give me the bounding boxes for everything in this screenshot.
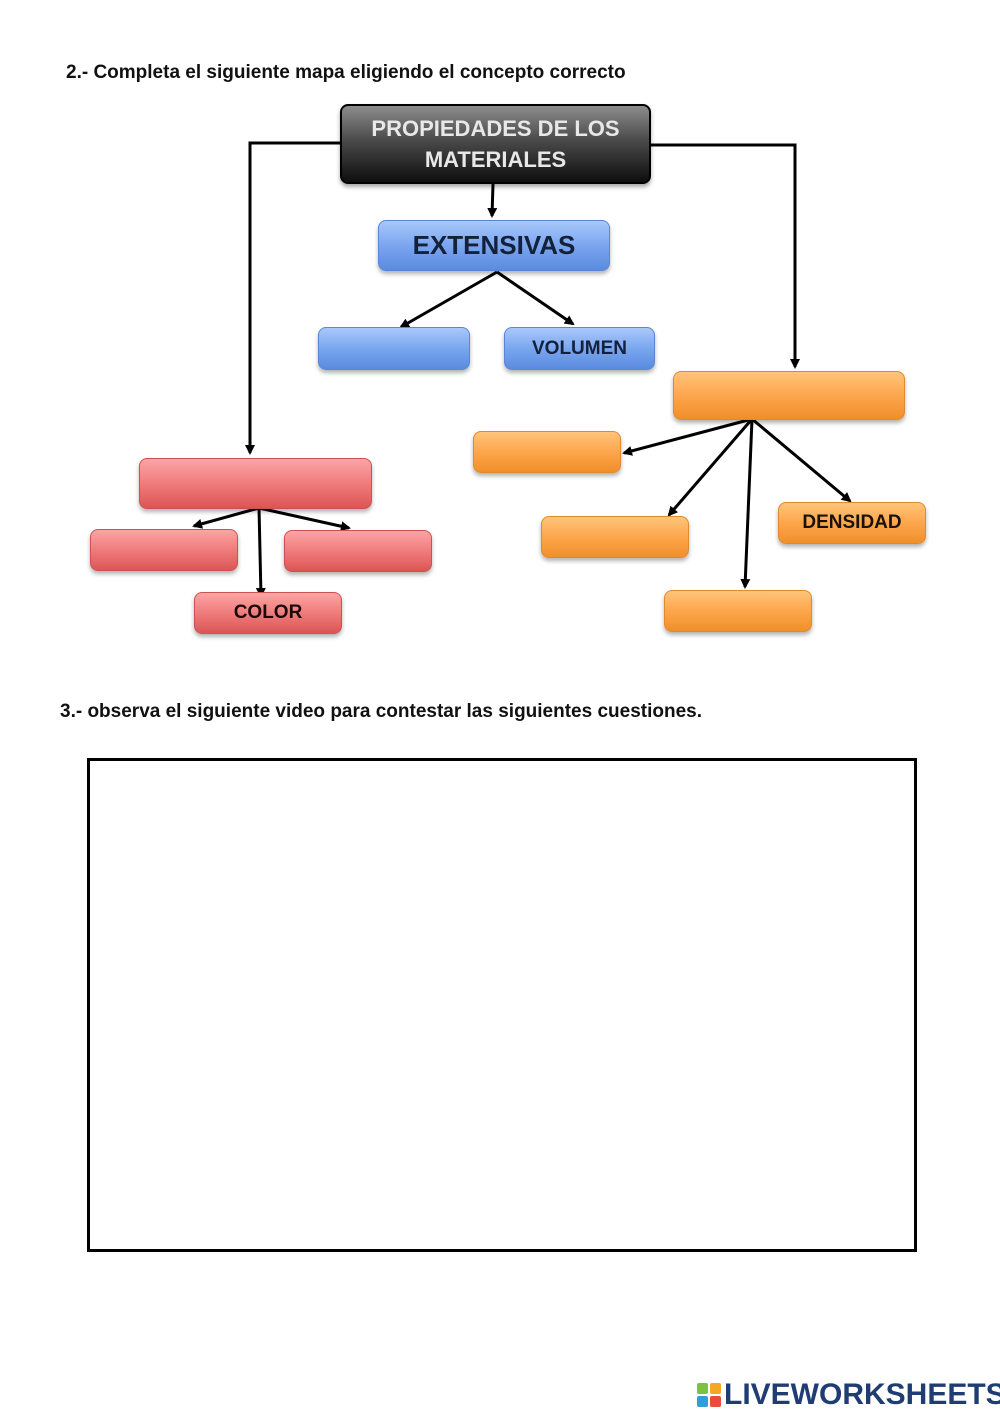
logo-wordmark: LIVEWORKSHEETS — [724, 1378, 1000, 1411]
densidad-label: DENSIDAD — [802, 512, 902, 533]
general-to-child2-arrow — [258, 506, 351, 532]
liveworksheets-logo: LIVEWORKSHEETS — [697, 1378, 1000, 1412]
logo-tile-v — [697, 1396, 708, 1407]
general-to-child1-arrow — [192, 506, 260, 529]
video-frame[interactable] — [87, 758, 917, 1252]
root-concept-box: PROPIEDADES DE LOS MATERIALES — [340, 104, 651, 184]
general-child-2-input[interactable] — [284, 530, 432, 572]
color-box: COLOR — [194, 592, 342, 634]
root-to-general-arrow — [245, 141, 341, 455]
general-blank-input[interactable] — [139, 458, 372, 509]
intensive-to-child1-arrow — [622, 417, 753, 456]
general-to-color-arrow — [255, 507, 266, 598]
root-to-intensive-arrow — [651, 143, 800, 369]
concept-map-connectors — [192, 141, 852, 598]
intensive-to-child2-arrow — [667, 418, 754, 517]
logo-tiles-icon — [697, 1383, 721, 1407]
extensive-to-volumen-arrow — [496, 270, 575, 326]
extensive-label: EXTENSIVAS — [412, 230, 576, 260]
extensive-box: EXTENSIVAS — [378, 220, 610, 271]
intensive-child-2-input[interactable] — [541, 516, 689, 558]
intensive-blank-input[interactable] — [673, 371, 905, 420]
intensive-to-densidad-arrow — [751, 417, 852, 503]
logo-tile-l — [697, 1383, 708, 1394]
general-child-1-input[interactable] — [90, 529, 238, 571]
intensive-child-3-input[interactable] — [664, 590, 812, 632]
logo-tile-e — [710, 1396, 721, 1407]
densidad-box: DENSIDAD — [778, 502, 926, 544]
root-concept-label: PROPIEDADES DE LOS MATERIALES — [371, 116, 620, 172]
question-2-heading: 2.- Completa el siguiente mapa eligiendo… — [66, 62, 626, 83]
question-3-heading: 3.- observa el siguiente video para cont… — [60, 701, 703, 722]
intensive-child-1-input[interactable] — [473, 431, 621, 473]
root-to-extensive-arrow — [487, 183, 498, 218]
volumen-box: VOLUMEN — [504, 327, 655, 370]
logo-tile-i — [710, 1383, 721, 1394]
intensive-to-child3-arrow — [740, 418, 754, 589]
color-label: COLOR — [233, 602, 303, 623]
extensive-to-blank-arrow — [399, 270, 498, 329]
volumen-label: VOLUMEN — [532, 337, 627, 359]
extensive-blank-input[interactable] — [318, 327, 470, 370]
